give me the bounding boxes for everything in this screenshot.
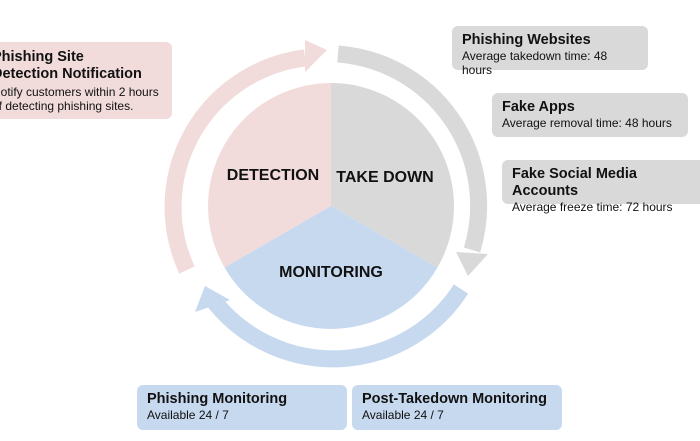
card-text: Available 24 / 7 — [362, 408, 444, 422]
arrow-detection-icon — [164, 40, 327, 274]
card-text: of detecting phishing sites. — [0, 99, 134, 113]
card-phishing-monitoring: Phishing Monitoring Available 24 / 7 — [137, 385, 347, 430]
arrow-monitoring-icon — [195, 284, 469, 368]
card-title: Fake Social Media Accounts — [512, 166, 637, 199]
card-text: Available 24 / 7 — [147, 408, 229, 422]
label-takedown: TAKE DOWN — [336, 169, 433, 186]
label-monitoring: MONITORING — [279, 264, 383, 281]
card-fake-apps: Fake Apps Average removal time: 48 hours — [492, 93, 688, 137]
card-title: Phishing Site — [0, 49, 84, 65]
card-post-takedown: Post-Takedown Monitoring Available 24 / … — [352, 385, 562, 430]
card-title: Post-Takedown Monitoring — [362, 391, 547, 407]
arrow-takedown-icon — [337, 45, 488, 276]
card-text: Notify customers within 2 hours — [0, 85, 159, 99]
card-phishing-websites: Phishing Websites Average takedown time:… — [452, 26, 648, 77]
segment-monitoring — [224, 206, 438, 329]
card-detection-notification: Phishing Site Detection Notification Not… — [0, 42, 172, 119]
label-detection: DETECTION — [227, 167, 319, 184]
card-text: Average takedown time: 48 hours — [462, 49, 608, 77]
card-fake-social: Fake Social Media Accounts Average freez… — [502, 160, 700, 214]
card-title: Fake Apps — [502, 99, 575, 115]
segment-takedown — [331, 83, 454, 268]
segment-detection — [208, 83, 331, 268]
card-title: Phishing Monitoring — [147, 391, 288, 407]
card-title: Phishing Websites — [462, 32, 591, 48]
card-title: Detection Notification — [0, 66, 142, 82]
card-text: Average freeze time: 72 hours — [512, 200, 673, 214]
card-text: Average removal time: 48 hours — [502, 116, 672, 130]
